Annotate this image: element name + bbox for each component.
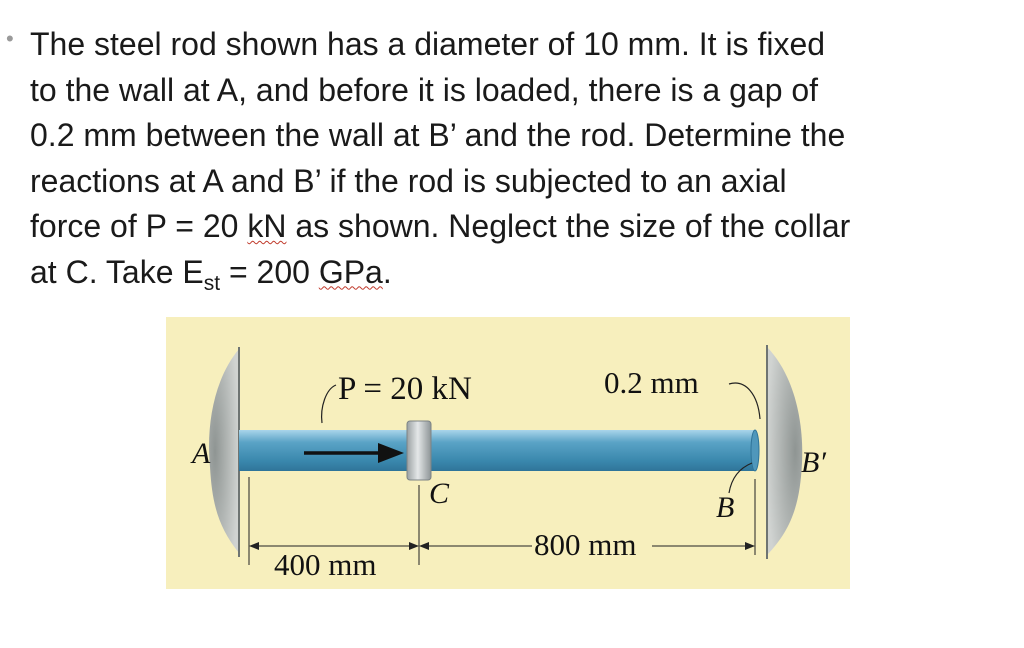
rod-diagram-svg: P = 20 kN 0.2 mm A B′ C B 800 mm 400 mm <box>166 317 850 589</box>
unit-gpa: GPa <box>318 253 383 290</box>
rod-end-b <box>750 429 760 472</box>
problem-line-2: to the wall at A, and before it is loade… <box>30 71 819 108</box>
problem-statement: The steel rod shown has a diameter of 10… <box>30 22 1015 306</box>
problem-line-3: 0.2 mm between the wall at B’ and the ro… <box>30 117 846 153</box>
steel-rod <box>239 430 755 471</box>
load-label: P = 20 kN <box>338 371 472 407</box>
point-b-prime-label: B′ <box>801 446 826 479</box>
problem-line-1: The steel rod shown has a diameter of 10… <box>30 26 826 62</box>
problem-line-6-start: at C. Take E <box>30 253 204 290</box>
point-b-label: B <box>716 491 734 524</box>
subscript-st: st <box>203 271 221 295</box>
unit-kn: kN <box>247 208 287 244</box>
problem-line-4: reactions at A and B’ if the rod is subj… <box>30 162 787 199</box>
point-c-label: C <box>429 477 450 510</box>
wall-b-prime <box>767 347 803 555</box>
list-bullet: • <box>6 26 14 51</box>
load-leader <box>321 384 337 424</box>
problem-line-6-end: . <box>382 253 392 290</box>
problem-line-6-mid: = 200 <box>220 253 319 290</box>
problem-line-5-end: as shown. Neglect the size of the collar <box>286 208 851 244</box>
load-arrow-head <box>378 443 404 463</box>
rod-diagram: P = 20 kN 0.2 mm A B′ C B 800 mm 400 mm <box>166 317 850 589</box>
point-b-leader <box>728 462 753 494</box>
wall-a <box>209 349 239 553</box>
point-a-label: A <box>190 437 211 470</box>
dimension-400-label: 400 mm <box>274 547 376 582</box>
dimension-800-label: 800 mm <box>534 527 636 562</box>
gap-leader <box>728 382 761 420</box>
problem-line-5-start: force of P = 20 <box>30 208 248 244</box>
collar-c <box>406 420 432 481</box>
gap-label: 0.2 mm <box>604 365 699 400</box>
